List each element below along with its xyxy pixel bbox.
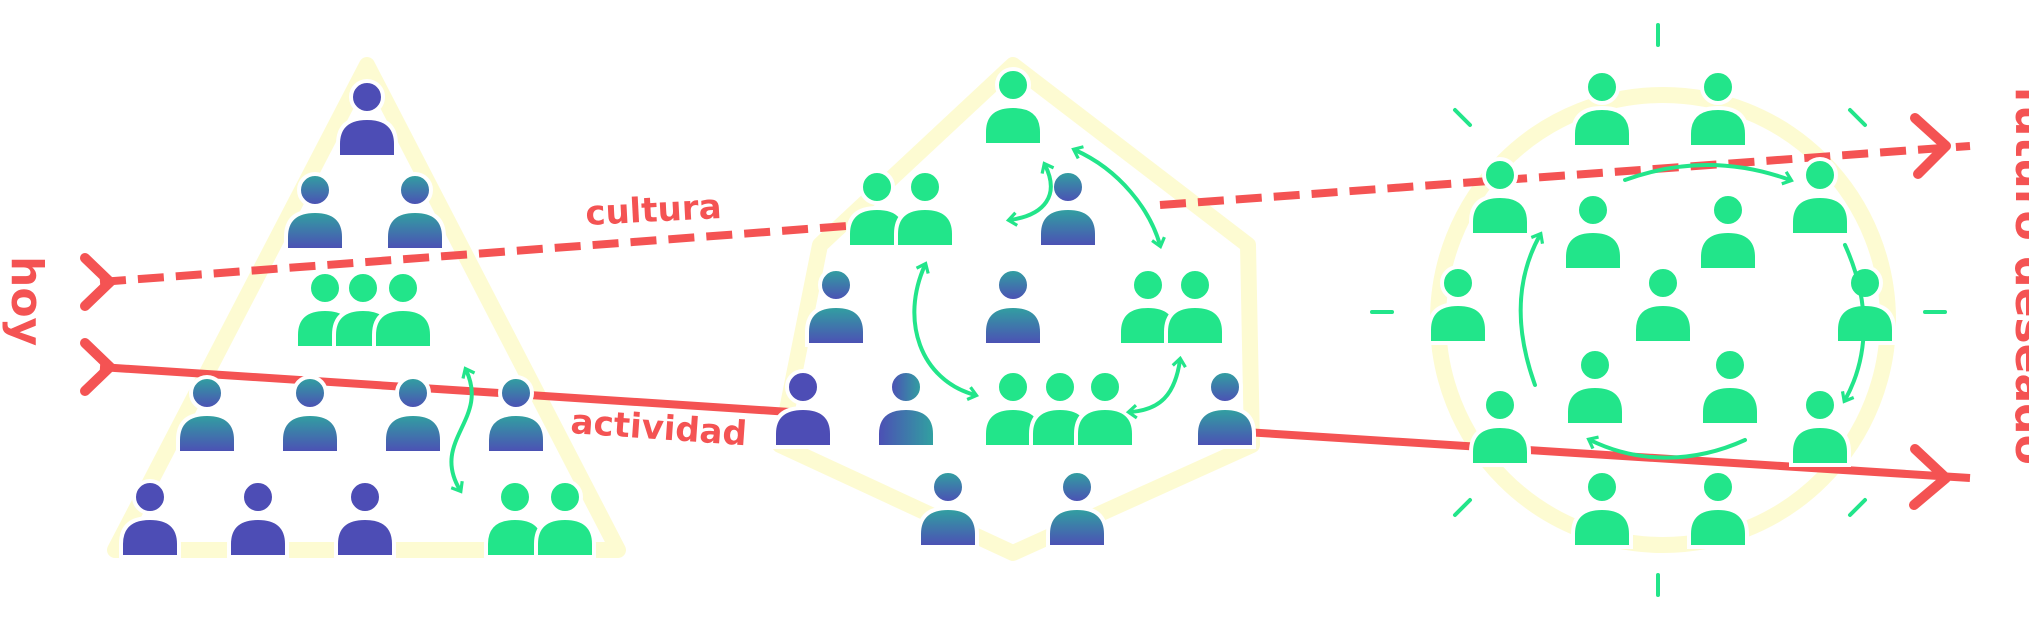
- person-icon: [846, 169, 908, 249]
- activity-line-left: [99, 363, 791, 416]
- person-icon: [1117, 267, 1179, 347]
- person-icon: [772, 369, 834, 449]
- person-icon: [279, 375, 341, 455]
- label-futuro-deseado: futuro deseado: [2005, 86, 2029, 465]
- person-icon: [227, 479, 289, 559]
- ray-icon: [1453, 108, 1472, 127]
- activity-tail-icon: [80, 338, 118, 396]
- person-icon: [1469, 157, 1531, 237]
- person-icon: [334, 479, 396, 559]
- culture-line-right: [1159, 142, 1971, 209]
- person-icon: [982, 267, 1044, 347]
- culture-arrowhead-icon: [1910, 113, 1951, 179]
- person-icon: [982, 67, 1044, 147]
- person-icon: [485, 375, 547, 455]
- activity-line-right: [1244, 428, 1971, 482]
- flow-arrow-icon: [1518, 231, 1545, 387]
- person-icon: [534, 479, 596, 559]
- person-icon: [1789, 387, 1851, 467]
- person-icon: [1037, 169, 1099, 249]
- flow-arrow-icon: [1005, 161, 1055, 227]
- ray-icon: [1453, 498, 1472, 517]
- flow-arrow-icon: [1125, 355, 1187, 420]
- ray-icon: [1848, 498, 1867, 517]
- person-icon: [1632, 265, 1694, 345]
- person-icon: [284, 172, 346, 252]
- culture-line-left: [99, 221, 861, 286]
- label-cultura: cultura: [584, 187, 722, 234]
- person-icon: [372, 270, 434, 350]
- person-icon: [917, 469, 979, 549]
- person-icon: [1697, 192, 1759, 272]
- person-icon: [1469, 387, 1531, 467]
- person-icon: [1427, 265, 1489, 345]
- person-icon: [336, 79, 398, 159]
- flow-arrow-icon: [1840, 243, 1866, 404]
- person-icon: [382, 375, 444, 455]
- person-icon: [894, 169, 956, 249]
- person-icon: [1687, 469, 1749, 549]
- person-icon: [875, 369, 937, 449]
- flow-arrow-icon: [1586, 435, 1747, 460]
- label-hoy: hoy: [1, 256, 52, 346]
- person-icon: [1074, 369, 1136, 449]
- flow-arrow-icon: [1071, 145, 1166, 250]
- person-icon: [1194, 369, 1256, 449]
- person-icon: [1687, 69, 1749, 149]
- pentagon-transition-outline: [772, 57, 1260, 561]
- person-icon: [1789, 157, 1851, 237]
- person-icon: [1164, 267, 1226, 347]
- person-icon: [1046, 469, 1108, 549]
- person-icon: [1699, 347, 1761, 427]
- flow-arrow-icon: [1623, 163, 1794, 186]
- person-icon: [805, 267, 867, 347]
- person-icon: [1571, 469, 1633, 549]
- person-icon: [1562, 192, 1624, 272]
- person-icon: [119, 479, 181, 559]
- person-icon: [484, 479, 546, 559]
- ray-icon: [1848, 108, 1867, 127]
- culture-tail-icon: [80, 253, 118, 311]
- flow-arrow-icon: [912, 261, 980, 401]
- person-icon: [384, 172, 446, 252]
- activity-arrowhead-icon: [1909, 444, 1951, 510]
- person-icon: [176, 375, 238, 455]
- person-icon: [1564, 347, 1626, 427]
- person-icon: [1571, 69, 1633, 149]
- flow-arrow-icon: [449, 366, 476, 494]
